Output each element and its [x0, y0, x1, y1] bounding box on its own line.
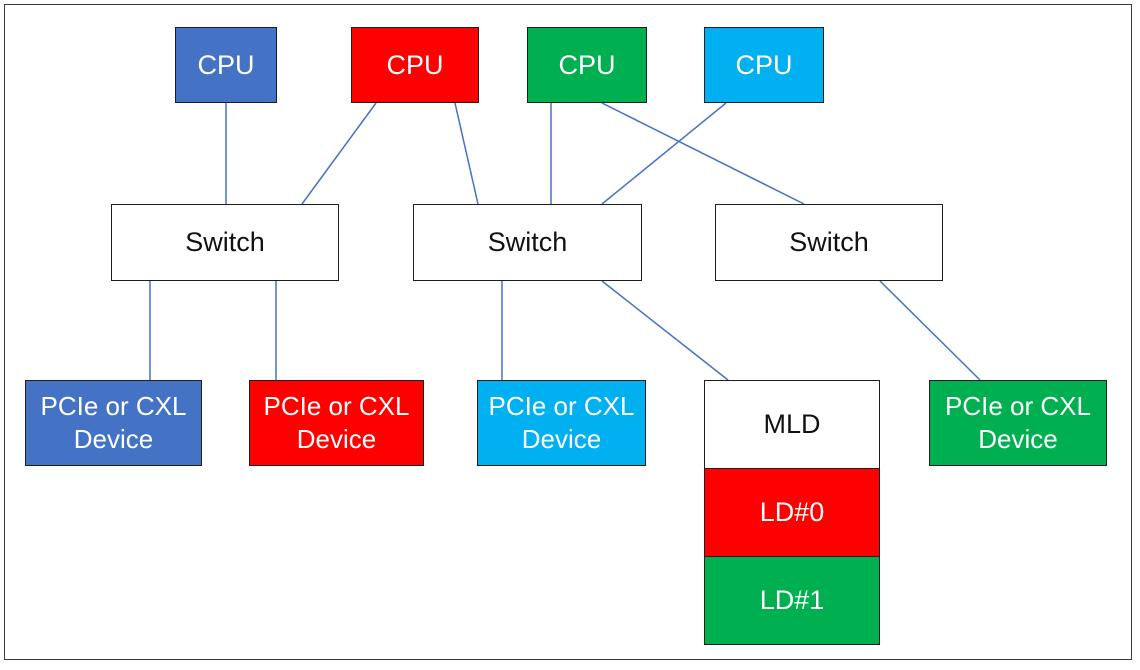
- device-box-blue: PCIe or CXL Device: [25, 380, 202, 466]
- mld-label: MLD: [763, 409, 821, 440]
- ld-label: LD#0: [759, 497, 825, 528]
- ld-label: LD#1: [759, 585, 825, 616]
- link-switch2-mld: [601, 280, 729, 381]
- link-cpu3-switch3: [601, 102, 805, 205]
- diagram-frame: [4, 4, 1132, 660]
- device-label: PCIe or CXL Device: [40, 390, 187, 454]
- device-label: PCIe or CXL Device: [488, 390, 635, 454]
- cpu-box-green: CPU: [527, 27, 647, 103]
- cpu-label: CPU: [558, 49, 616, 80]
- switch-box-left: Switch: [111, 204, 339, 281]
- device-box-light-blue: PCIe or CXL Device: [477, 380, 646, 466]
- cpu-box-red: CPU: [351, 27, 479, 103]
- link-cpu2-switch2: [454, 102, 479, 205]
- link-cpu2-switch1: [301, 102, 377, 205]
- cpu-box-blue: CPU: [175, 27, 277, 103]
- switch-label: Switch: [789, 227, 869, 258]
- logical-device-0: LD#0: [704, 468, 880, 557]
- switch-label: Switch: [185, 227, 265, 258]
- logical-device-1: LD#1: [704, 556, 880, 645]
- switch-box-center: Switch: [413, 204, 642, 281]
- cpu-label: CPU: [386, 49, 444, 80]
- device-box-green: PCIe or CXL Device: [929, 380, 1107, 466]
- switch-box-right: Switch: [715, 204, 943, 281]
- cpu-box-light-blue: CPU: [704, 27, 824, 103]
- device-label: PCIe or CXL Device: [945, 390, 1091, 454]
- cpu-label: CPU: [735, 49, 793, 80]
- device-box-red: PCIe or CXL Device: [249, 380, 424, 466]
- mld-box: MLD: [704, 380, 880, 469]
- link-switch3-device4: [879, 280, 981, 381]
- cpu-label: CPU: [197, 49, 255, 80]
- device-label: PCIe or CXL Device: [263, 390, 410, 454]
- switch-label: Switch: [487, 227, 568, 258]
- link-cpu4-switch2: [601, 102, 727, 205]
